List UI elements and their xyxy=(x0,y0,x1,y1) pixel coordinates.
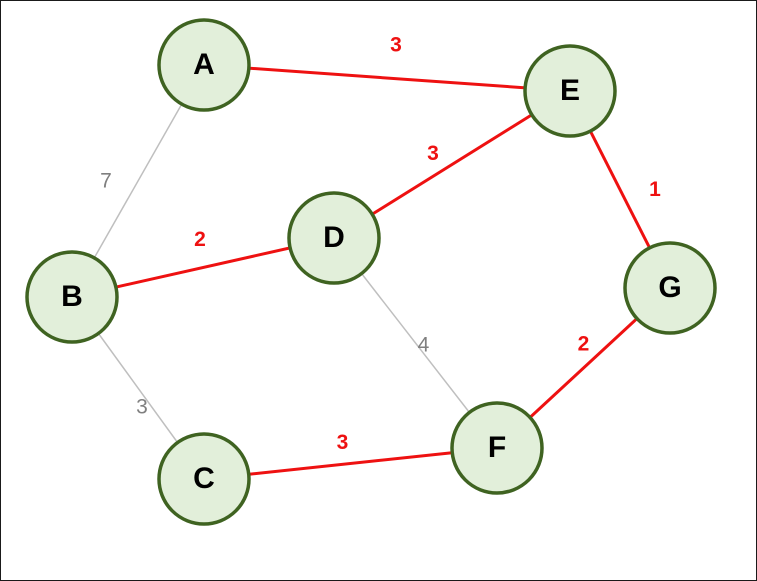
edge-weight-b-c: 3 xyxy=(136,396,148,419)
edge-weight-d-f: 4 xyxy=(418,334,430,357)
nodes-layer: A B C D E F G xyxy=(25,18,717,526)
edge-weight-e-g: 1 xyxy=(649,178,661,201)
node-circle-e xyxy=(523,44,617,138)
node-circle-f xyxy=(450,401,544,495)
node-label-a: A xyxy=(193,48,215,81)
node-label-c: C xyxy=(193,462,215,495)
node-circle-b xyxy=(25,250,119,344)
edge-c-f xyxy=(203,446,498,481)
node-c: C xyxy=(157,432,251,526)
node-label-f: F xyxy=(488,431,506,464)
node-circle-c xyxy=(157,432,251,526)
node-g: G xyxy=(623,241,717,335)
edge-weight-b-d: 2 xyxy=(194,228,206,251)
edge-weight-a-b: 7 xyxy=(100,170,112,193)
edge-weight-c-f: 3 xyxy=(337,431,349,454)
node-label-e: E xyxy=(560,74,580,107)
node-circle-g xyxy=(623,241,717,335)
node-circle-d xyxy=(287,191,381,285)
node-f: F xyxy=(450,401,544,495)
node-e: E xyxy=(523,44,617,138)
node-label-g: G xyxy=(658,271,681,304)
edge-weight-f-g: 2 xyxy=(578,333,590,356)
node-b: B xyxy=(25,250,119,344)
weight-labels-layer: 3 7 2 3 1 4 3 3 2 xyxy=(100,34,661,455)
node-circle-a xyxy=(157,18,251,112)
node-label-d: D xyxy=(323,221,345,254)
node-a: A xyxy=(157,18,251,112)
node-label-b: B xyxy=(61,280,83,313)
edge-a-e xyxy=(203,63,571,93)
edge-weight-a-e: 3 xyxy=(390,34,402,57)
edge-weight-d-e: 3 xyxy=(427,142,439,165)
node-d: D xyxy=(287,191,381,285)
